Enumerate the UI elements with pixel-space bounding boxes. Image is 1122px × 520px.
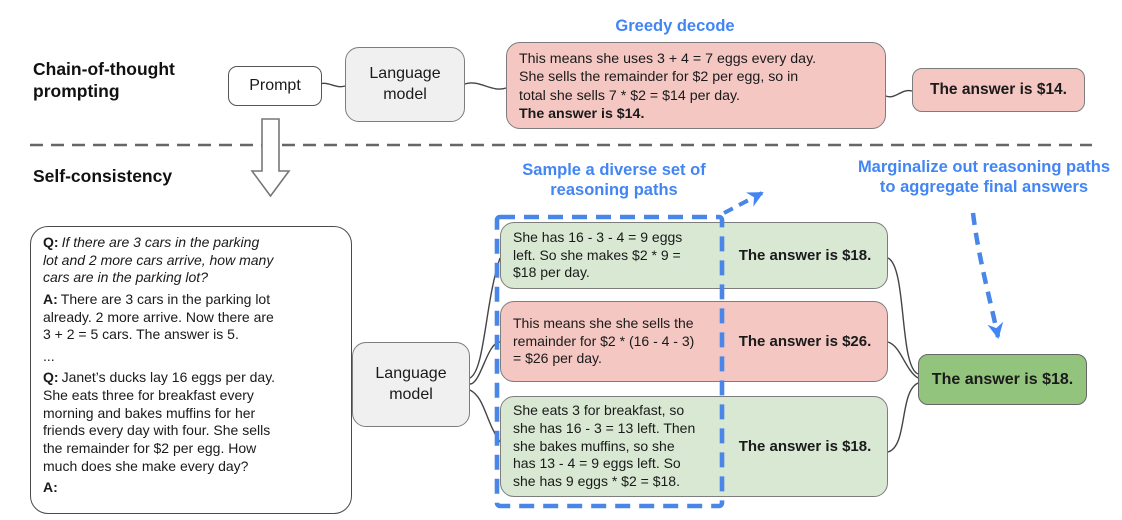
qa-question-2: Q:Janet’s ducks lay 16 eggs per day. She… (43, 369, 339, 475)
path2-answer-text: The answer is $26. (738, 333, 872, 350)
q2-text: Janet’s ducks lay 16 eggs per day. She e… (43, 369, 276, 474)
language-model-box-top: Language model (345, 47, 465, 122)
cot-output-bubble: This means she uses 3 + 4 = 7 eggs every… (506, 42, 886, 129)
language-model-box-bottom: Language model (352, 342, 470, 427)
cot-output-answer: The answer is $14. (519, 106, 645, 123)
sample-paths-label: Sample a diverse set of reasoning paths (522, 161, 706, 200)
reasoning-path-row-1: She has 16 - 3 - 4 = 9 eggs left. So she… (500, 222, 888, 289)
q2-label: Q: (43, 369, 59, 386)
dashed-arrow-to-final-answer (970, 212, 1004, 339)
reasoning-path-row-2: This means she she sells the remainder f… (500, 301, 888, 382)
language-model-label: Language model (375, 364, 447, 403)
qa-answer-2: A: (43, 479, 339, 497)
marginalize-label: Marginalize out reasoning paths to aggre… (857, 158, 1111, 197)
path1-answer-text: The answer is $18. (738, 247, 872, 264)
q1-label: Q: (43, 234, 59, 250)
path1-reasoning-text: She has 16 - 3 - 4 = 9 eggs left. So she… (513, 229, 683, 281)
a1-text: There are 3 cars in the parking lot alre… (43, 290, 274, 343)
reasoning-path-row-3: She eats 3 for breakfast, so she has 16 … (500, 396, 888, 497)
connector-lm-to-path1 (469, 257, 501, 379)
connector-lm-to-output (464, 82, 507, 90)
greedy-decode-label: Greedy decode (615, 17, 735, 35)
hollow-down-arrow (250, 118, 291, 198)
final-answer-box: The answer is $18. (918, 354, 1087, 405)
connector-lm-to-path2 (469, 341, 501, 385)
path3-reasoning-text: She eats 3 for breakfast, so she has 16 … (513, 402, 696, 489)
self-consistency-label: Self-consistency (33, 166, 173, 186)
connector-lm-to-path3 (469, 389, 501, 443)
final-answer-text: The answer is $18. (931, 370, 1074, 388)
prompt-bubble: Q:If there are 3 cars in the parking lot… (30, 226, 352, 514)
a1-label: A: (43, 290, 58, 307)
connector-output-to-answer (885, 89, 913, 98)
connector-prompt-to-lm (319, 82, 346, 88)
path2-reasoning-text: This means she she sells the remainder f… (513, 315, 695, 367)
cot-output-text: This means she uses 3 + 4 = 7 eggs every… (519, 51, 817, 104)
connector-path2-to-final (887, 341, 919, 379)
q1-text: If there are 3 cars in the parking lot a… (43, 234, 274, 286)
qa-question-1: Q:If there are 3 cars in the parking lot… (43, 234, 339, 287)
qa-ellipsis: ... (43, 347, 55, 364)
connector-path3-to-final (887, 382, 919, 453)
cot-final-answer-box: The answer is $14. (912, 68, 1085, 112)
prompt-box: Prompt (228, 66, 322, 106)
prompt-box-label: Prompt (249, 77, 301, 94)
cot-final-answer-text: The answer is $14. (930, 81, 1067, 98)
language-model-label: Language model (369, 64, 441, 103)
connector-path1-to-final (887, 257, 919, 375)
path3-answer-text: The answer is $18. (738, 438, 872, 455)
a2-label: A: (43, 479, 58, 496)
cot-section-label: Chain-of-thought prompting (33, 59, 175, 101)
qa-answer-1: A:There are 3 cars in the parking lot al… (43, 291, 339, 344)
